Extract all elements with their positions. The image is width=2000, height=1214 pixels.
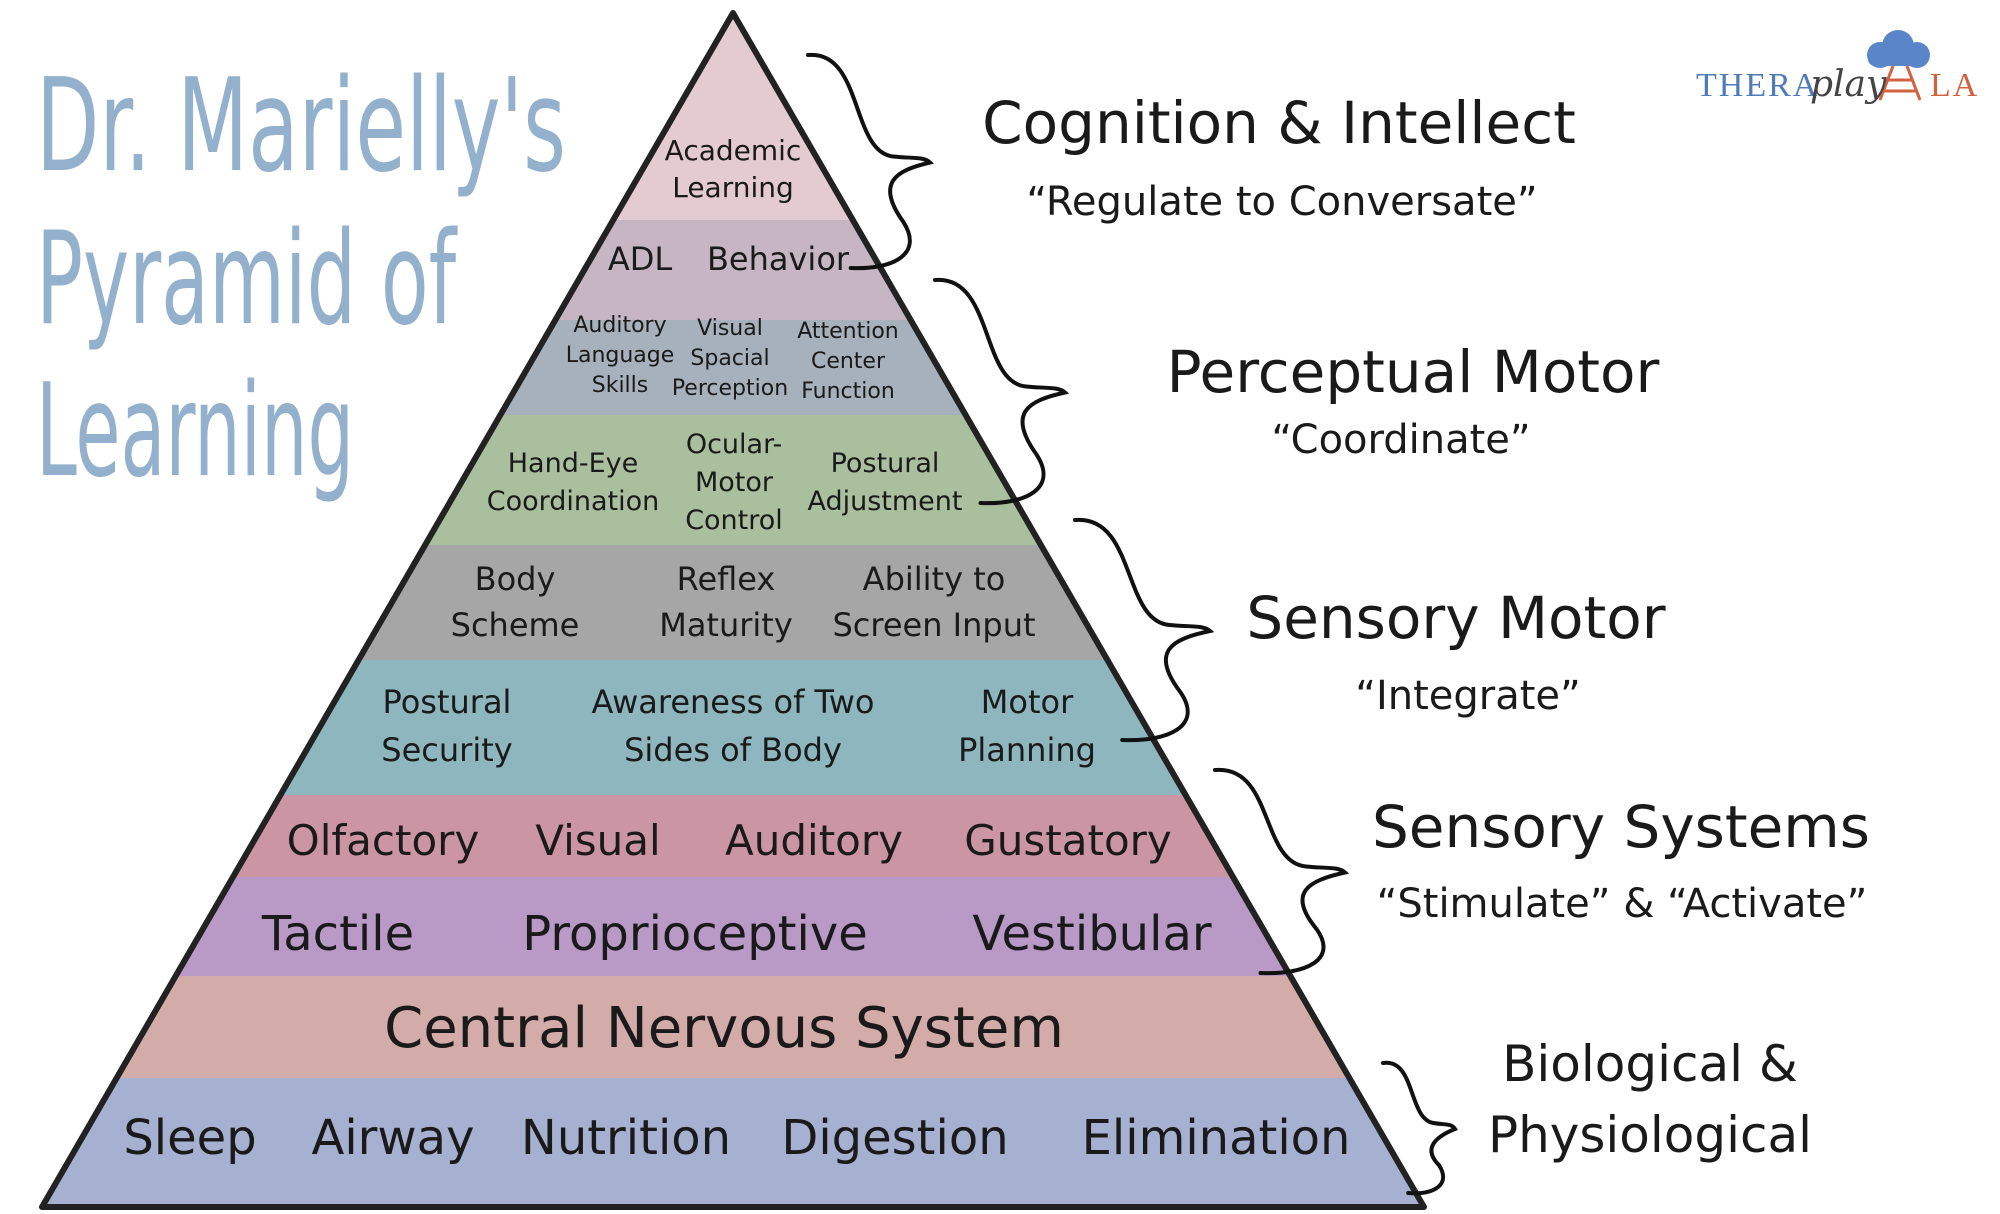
pyramid-item-adl-behavior-0: ADL: [608, 240, 673, 278]
pyramid-item-foundation-1: Airway: [312, 1110, 475, 1166]
pyramid-bands: [42, 13, 1424, 1207]
pyramid-item-senses-top-2: Auditory: [725, 816, 903, 865]
group-heading-sensory-systems: Sensory Systems: [1372, 793, 1870, 861]
logo-text-right: LA: [1930, 67, 1979, 104]
pyramid-item-cns-0: Central Nervous System: [384, 996, 1064, 1061]
group-heading-perceptual-motor: Perceptual Motor: [1167, 338, 1660, 406]
pyramid-item-foundation-3: Digestion: [781, 1110, 1008, 1166]
band-adl-behavior: [555, 220, 911, 320]
group-subheading-perceptual-motor: “Coordinate”: [1271, 417, 1530, 463]
brace-1: [933, 277, 1070, 506]
pyramid-item-foundation-4: Elimination: [1082, 1110, 1351, 1166]
band-senses-top: [232, 795, 1234, 877]
title-line-3: Learning: [36, 357, 354, 506]
therapla-logo: THERA play LA: [1696, 30, 1979, 105]
pyramid-item-senses-top-0: Olfactory: [287, 816, 480, 865]
pyramid-item-adl-behavior-1: Behavior: [707, 240, 850, 278]
title-line-2: Pyramid of: [36, 205, 458, 354]
group-labels: Cognition & Intellect “Regulate to Conve…: [982, 89, 1870, 1164]
brace-3: [1213, 767, 1350, 976]
logo-text-script: play: [1810, 64, 1887, 105]
group-braces: [806, 52, 1458, 1196]
band-body-reflex: [358, 545, 1108, 660]
pyramid-item-foundation-2: Nutrition: [521, 1110, 731, 1166]
pyramid-item-foundation-0: Sleep: [123, 1110, 256, 1166]
band-cns: [116, 976, 1350, 1078]
title-line-1: Dr. Marielly's: [36, 52, 566, 201]
cloud-with-ladder-icon: [1867, 30, 1930, 101]
brace-0: [806, 52, 934, 271]
group-heading-cognition: Cognition & Intellect: [982, 89, 1576, 157]
pyramid-outline: [39, 10, 1427, 1210]
brace-2: [1073, 517, 1215, 743]
group-subheading-cognition: “Regulate to Conversate”: [1026, 179, 1537, 225]
logo-text-left: THERA: [1696, 67, 1819, 104]
band-perception: [500, 320, 966, 415]
brace-4: [1381, 1060, 1458, 1196]
pyramid-item-senses-bottom-0: Tactile: [261, 906, 414, 962]
diagram-title: Dr. Marielly's Pyramid of Learning: [36, 52, 566, 506]
group-heading-sensory-motor: Sensory Motor: [1246, 584, 1665, 652]
group-subheading-physiological: Physiological: [1488, 1106, 1812, 1164]
pyramid-item-senses-bottom-2: Vestibular: [972, 906, 1211, 962]
band-integration: [280, 660, 1186, 795]
band-motor-coordination: [425, 415, 1041, 545]
band-foundation: [42, 1078, 1424, 1207]
group-subheading-sensory-systems: “Stimulate” & “Activate”: [1377, 881, 1868, 927]
group-heading-biological: Biological &: [1502, 1035, 1798, 1093]
pyramid-item-senses-top-1: Visual: [535, 816, 660, 865]
band-academic: [613, 13, 853, 220]
pyramid-item-senses-bottom-1: Proprioceptive: [522, 906, 868, 962]
group-subheading-sensory-motor: “Integrate”: [1355, 673, 1581, 719]
band-senses-bottom: [175, 877, 1291, 976]
pyramid-item-senses-top-3: Gustatory: [964, 816, 1172, 865]
